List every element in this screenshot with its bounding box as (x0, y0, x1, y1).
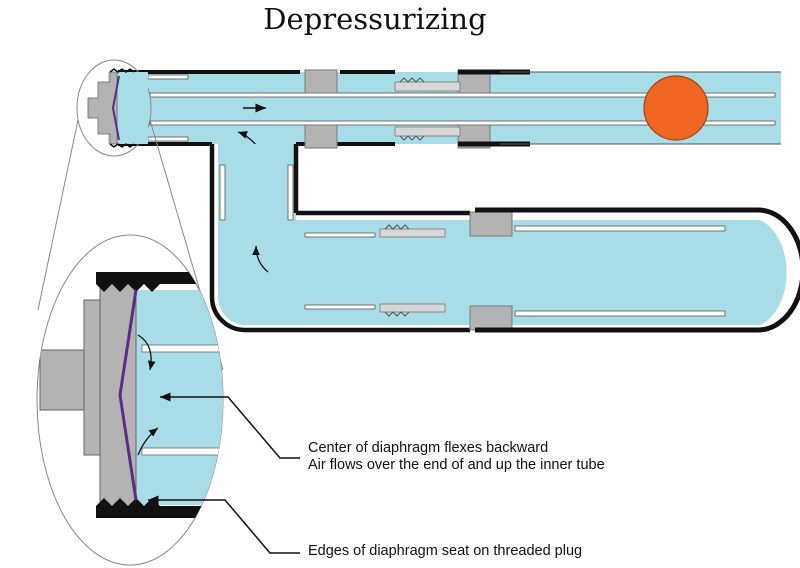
annotation-diaphragm-flex: Center of diaphragm flexes backward (308, 440, 549, 456)
leader-line (160, 392, 300, 459)
diaphragm (118, 289, 138, 501)
lower-pipe (209, 144, 800, 333)
annotation-air-flow: Air flows over the end of and up the inn… (308, 457, 605, 473)
diagram-title: Depressurizing (263, 2, 487, 36)
zoom-connector (37, 119, 79, 311)
fitting (304, 69, 338, 94)
flow-arrow (137, 334, 156, 371)
annotation-diaphragm-seat: Edges of diaphragm seat on threaded plug (308, 543, 583, 559)
zoomed-detail (36, 234, 224, 566)
ball (643, 75, 709, 141)
end-plug (76, 59, 152, 157)
fitting (469, 305, 513, 331)
flow-arrow (252, 245, 269, 273)
flow-arrow (137, 427, 159, 456)
leader-line (148, 495, 300, 554)
fitting (304, 124, 338, 149)
upper-pipe (118, 69, 781, 153)
zoom-source-circle (76, 59, 152, 157)
fitting (469, 211, 513, 237)
